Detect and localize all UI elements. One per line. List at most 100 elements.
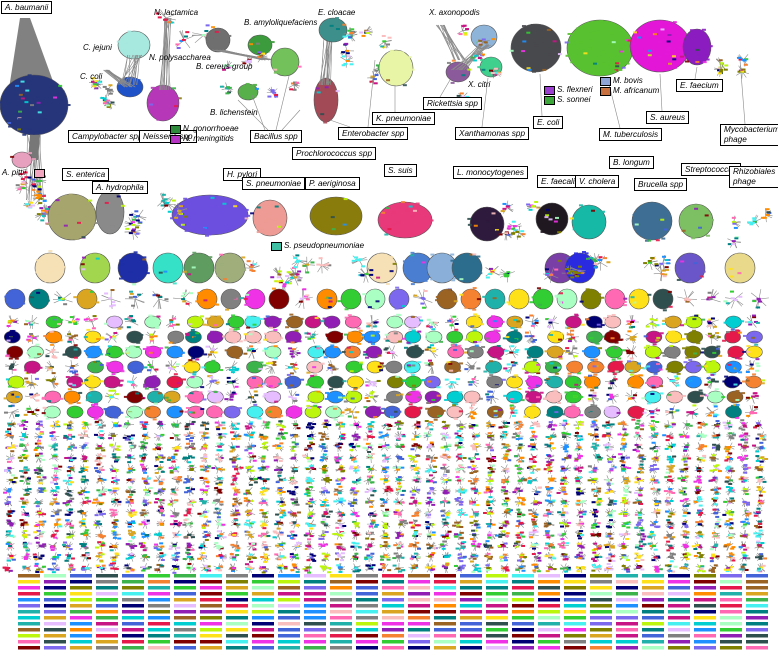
network-node <box>723 300 728 303</box>
network-node <box>463 33 468 36</box>
network-node <box>170 108 175 111</box>
network-node <box>593 404 598 407</box>
network-node <box>125 227 130 230</box>
network-node <box>246 214 251 217</box>
network-node <box>476 367 481 370</box>
network-node <box>208 205 213 208</box>
network-node <box>699 275 704 278</box>
network-node <box>270 41 275 44</box>
network-node <box>324 296 329 299</box>
network-node <box>185 364 190 367</box>
network-node <box>293 276 298 279</box>
network-node <box>221 427 226 430</box>
network-node <box>591 231 596 234</box>
network-node <box>98 351 103 354</box>
network-node <box>459 278 464 281</box>
network-node <box>385 67 390 70</box>
network-edge <box>751 396 755 404</box>
network-node <box>342 396 347 399</box>
network-node <box>117 327 122 330</box>
network-node <box>594 381 599 384</box>
network-node <box>635 289 640 292</box>
network-node <box>669 408 674 411</box>
network-node <box>49 435 54 438</box>
network-node <box>613 409 618 412</box>
network-node <box>735 366 740 369</box>
network-node <box>21 187 26 190</box>
network-node <box>450 81 455 84</box>
network-node <box>179 39 184 42</box>
network-node <box>681 229 686 232</box>
network-node <box>310 374 315 377</box>
network-node <box>286 340 291 343</box>
network-node <box>226 376 231 379</box>
network-node <box>580 272 585 275</box>
network-node <box>184 395 189 398</box>
network-node <box>392 318 397 321</box>
network-node <box>129 88 134 91</box>
network-node <box>68 437 73 440</box>
network-node <box>558 301 563 304</box>
network-edge <box>463 44 489 71</box>
network-node <box>231 380 236 383</box>
network-node <box>311 333 316 336</box>
network-node <box>489 374 494 377</box>
network-node <box>290 363 295 366</box>
network-node <box>663 228 668 231</box>
network-node <box>133 251 138 254</box>
network-node <box>149 366 154 369</box>
network-node <box>8 125 13 128</box>
network-node <box>24 377 29 380</box>
network-node <box>667 317 672 320</box>
network-node <box>540 230 545 233</box>
network-node <box>350 31 355 34</box>
network-node <box>600 324 605 327</box>
network-node <box>175 363 180 366</box>
network-node <box>638 381 643 384</box>
network-node <box>65 211 70 214</box>
network-node <box>31 413 36 416</box>
network-node <box>283 432 288 435</box>
network-node <box>408 397 413 400</box>
network-node <box>175 323 180 326</box>
cluster-small <box>465 315 483 329</box>
network-node <box>110 289 115 292</box>
network-node <box>247 335 252 338</box>
network-node <box>529 314 534 317</box>
network-node <box>111 301 116 304</box>
network-node <box>458 410 463 413</box>
network-node <box>361 333 366 336</box>
network-node <box>486 351 491 354</box>
network-node <box>461 95 466 98</box>
network-node <box>181 298 186 301</box>
network-node <box>69 316 74 319</box>
cluster-row3 <box>366 252 398 284</box>
network-node <box>485 220 490 223</box>
network-node <box>589 39 594 42</box>
network-node <box>755 362 760 365</box>
network-node <box>237 347 242 350</box>
network-node <box>267 407 272 410</box>
network-node <box>306 399 311 402</box>
network-edge <box>350 33 358 37</box>
network-node <box>68 235 73 238</box>
network-node <box>316 345 321 348</box>
network-node <box>509 337 514 340</box>
network-node <box>415 423 420 426</box>
network-node <box>396 394 401 397</box>
network-node <box>289 88 294 91</box>
network-node <box>266 217 271 220</box>
network-node <box>79 292 84 295</box>
network-node <box>428 326 433 329</box>
network-node <box>306 332 311 335</box>
network-node <box>104 322 109 325</box>
network-node <box>132 371 137 374</box>
network-node <box>305 298 310 301</box>
network-node <box>33 366 38 369</box>
network-node <box>242 62 247 65</box>
network-node <box>347 390 352 393</box>
network-node <box>593 358 598 361</box>
network-node <box>647 259 652 262</box>
network-node <box>92 85 97 88</box>
network-edge <box>109 103 116 106</box>
